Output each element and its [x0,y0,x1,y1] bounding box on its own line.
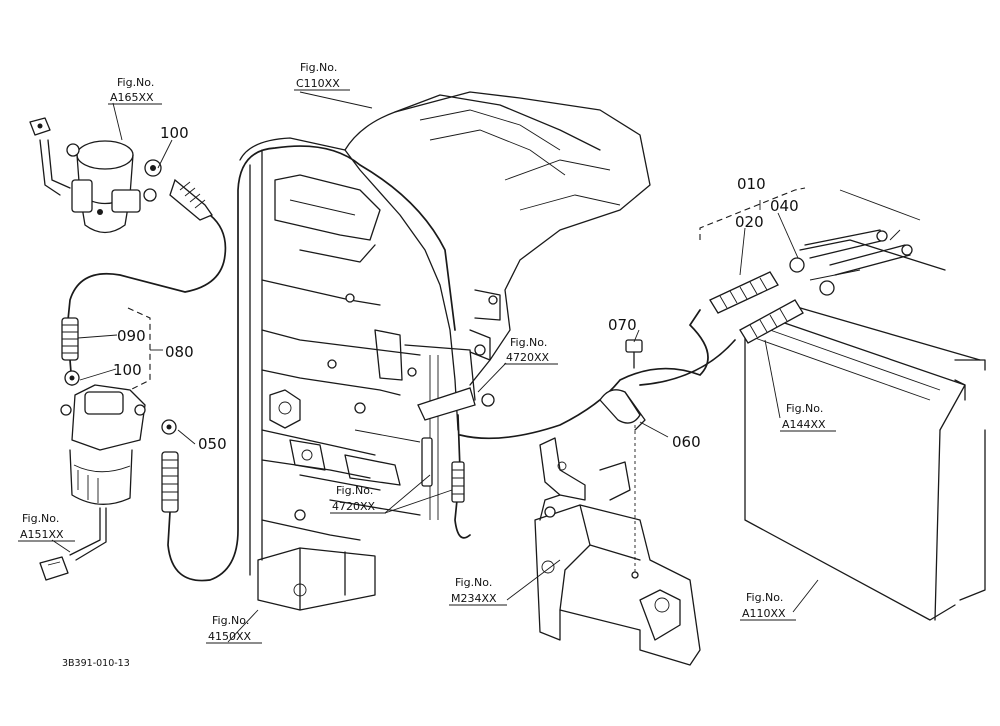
figure-ref-a144-line2: A144XX [782,418,826,431]
figure-ref-4720-upper-line1: Fig.No. [510,336,547,349]
mounting-bracket-illustration [534,425,701,666]
figure-ref-a165-line1: Fig.No. [117,76,154,89]
part-label-080: 080 [165,343,194,361]
group-bracket-080 [127,307,163,391]
figure-ref-a110-line1: Fig.No. [746,591,783,604]
diagram-caption: 3B391-010-13 [62,658,130,669]
figure-ref-a151: Fig.No. A151XX [18,512,75,542]
figure-ref-a110: Fig.No. A110XX [740,591,796,621]
hose-clamp-100-top [144,159,162,177]
figure-ref-4720-lower: Fig.No. 4720XX [330,484,386,514]
figure-ref-a144: Fig.No. A144XX [780,402,836,432]
fuel-hoses [67,145,736,582]
figure-ref-a151-line1: Fig.No. [22,512,59,525]
figure-ref-c110: Fig.No. C110XX [294,61,350,91]
part-label-040: 040 [770,197,799,215]
figure-ref-4150-line2: 4150XX [208,630,252,643]
figure-ref-a165-line2: A165XX [110,91,154,104]
part-label-090: 090 [117,327,146,345]
figure-ref-4720-upper: Fig.No. 4720XX [504,336,558,365]
hose-clamp-100-mid [64,370,80,386]
hose-sleeve-020 [709,271,804,344]
figure-ref-a144-line1: Fig.No. [786,402,823,415]
part-label-060: 060 [672,433,701,451]
figure-ref-m234-line2: M234XX [451,592,497,605]
figure-ref-a165: Fig.No. A165XX [108,76,162,105]
part-label-100-mid: 100 [113,361,142,379]
pipe-clamp-060 [599,389,646,431]
hose-clamp-050 [161,419,177,435]
figure-ref-c110-line2: C110XX [296,77,340,90]
part-label-070: 070 [608,316,637,334]
fuel-tank-illustration [744,189,986,621]
figure-ref-a110-line2: A110XX [742,607,786,620]
hose-sleeves-center [421,437,465,503]
engine-block-illustration [239,91,651,611]
figure-ref-c110-line1: Fig.No. [300,61,337,74]
figure-ref-4720-upper-line2: 4720XX [506,351,550,364]
bracket-clamp-4720 [417,387,495,421]
figure-ref-4720-lower-line2: 4720XX [332,500,376,513]
figure-ref-m234: Fig.No. M234XX [449,576,507,606]
figure-ref-4150: Fig.No. 4150XX [206,614,262,644]
part-label-100-top: 100 [160,124,189,142]
part-label-050: 050 [198,435,227,453]
part-label-020: 020 [735,213,764,231]
group-bracket-010 [699,187,806,240]
figure-ref-4720-lower-line1: Fig.No. [336,484,373,497]
hose-clamp-040 [789,257,835,296]
hose-sleeve-050 [161,451,179,513]
fuel-pump-illustration [29,117,157,234]
bolt-070 [625,339,643,369]
leader-lines [51,91,819,643]
part-label-010: 010 [737,175,766,193]
fuel-filter-illustration [39,384,146,581]
figure-ref-a151-line2: A151XX [20,528,64,541]
figure-ref-4150-line1: Fig.No. [212,614,249,627]
hose-sleeve-upper [169,178,213,221]
tank-fittings [804,229,913,276]
hose-sleeve-090 [61,317,79,361]
figure-ref-m234-line1: Fig.No. [455,576,492,589]
